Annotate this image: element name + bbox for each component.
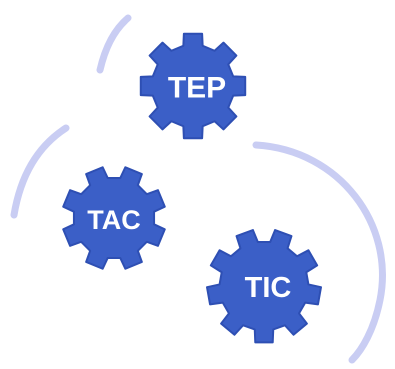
gear-tic: TIC xyxy=(206,229,322,344)
gear-icon xyxy=(139,32,247,140)
gear-icon xyxy=(62,166,166,270)
gear-label-tep: TEP xyxy=(168,72,226,105)
gear-label-tac: TAC xyxy=(87,205,141,235)
gear-icon xyxy=(206,229,322,344)
arc-left xyxy=(10,124,70,219)
arc-right xyxy=(252,141,386,364)
arc-top-left xyxy=(96,14,132,74)
gear-label-tic: TIC xyxy=(245,272,292,304)
gear-tac: TAC xyxy=(62,166,166,270)
gear-tep: TEP xyxy=(139,32,247,140)
